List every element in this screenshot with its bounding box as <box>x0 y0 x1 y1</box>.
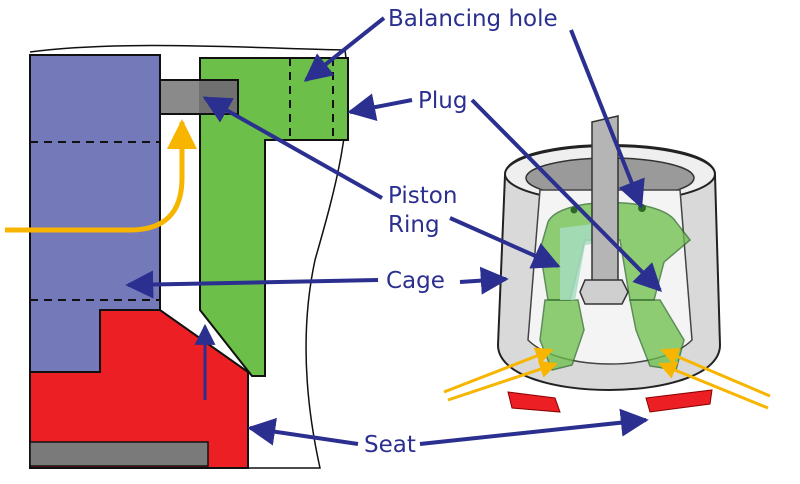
arrow-piston-ring-left <box>202 96 383 200</box>
piston-ring-highlight <box>161 81 199 113</box>
stem-nut <box>579 279 629 305</box>
label-plug: Plug <box>418 88 467 114</box>
arrow-piston-ring-right <box>449 216 561 269</box>
flow-arrow <box>447 360 558 402</box>
arrow-plug-right <box>470 98 662 292</box>
flow-arrow <box>660 348 771 398</box>
label-piston: Piston <box>388 183 457 209</box>
flow-arrow <box>443 347 554 394</box>
arrow-balancing-hole-left <box>303 16 386 82</box>
arrow-cage-left <box>125 270 379 299</box>
annotations: Balancing hole Plug Piston Ring Cage Sea… <box>125 6 662 458</box>
label-seat: Seat <box>364 432 416 458</box>
arrow-seat-left <box>247 417 359 446</box>
balancing-hole-circle <box>570 206 578 214</box>
seat-ring-left <box>507 391 561 413</box>
cross-section <box>5 44 349 469</box>
label-cage: Cage <box>386 268 445 294</box>
label-balancing-hole: Balancing hole <box>388 6 558 32</box>
arrow-balancing-hole-right <box>569 29 645 209</box>
flow-arrow <box>658 361 769 410</box>
arrow-seat-right <box>419 408 649 446</box>
seat-ring-right <box>645 389 713 413</box>
arrow-plug-left <box>347 93 413 121</box>
seat-base-strip <box>29 441 209 467</box>
valve-cutaway <box>443 115 771 413</box>
flow-path <box>5 119 197 233</box>
arrow-cage-right <box>459 266 509 295</box>
label-ring: Ring <box>388 212 440 238</box>
plug-section <box>199 57 349 377</box>
